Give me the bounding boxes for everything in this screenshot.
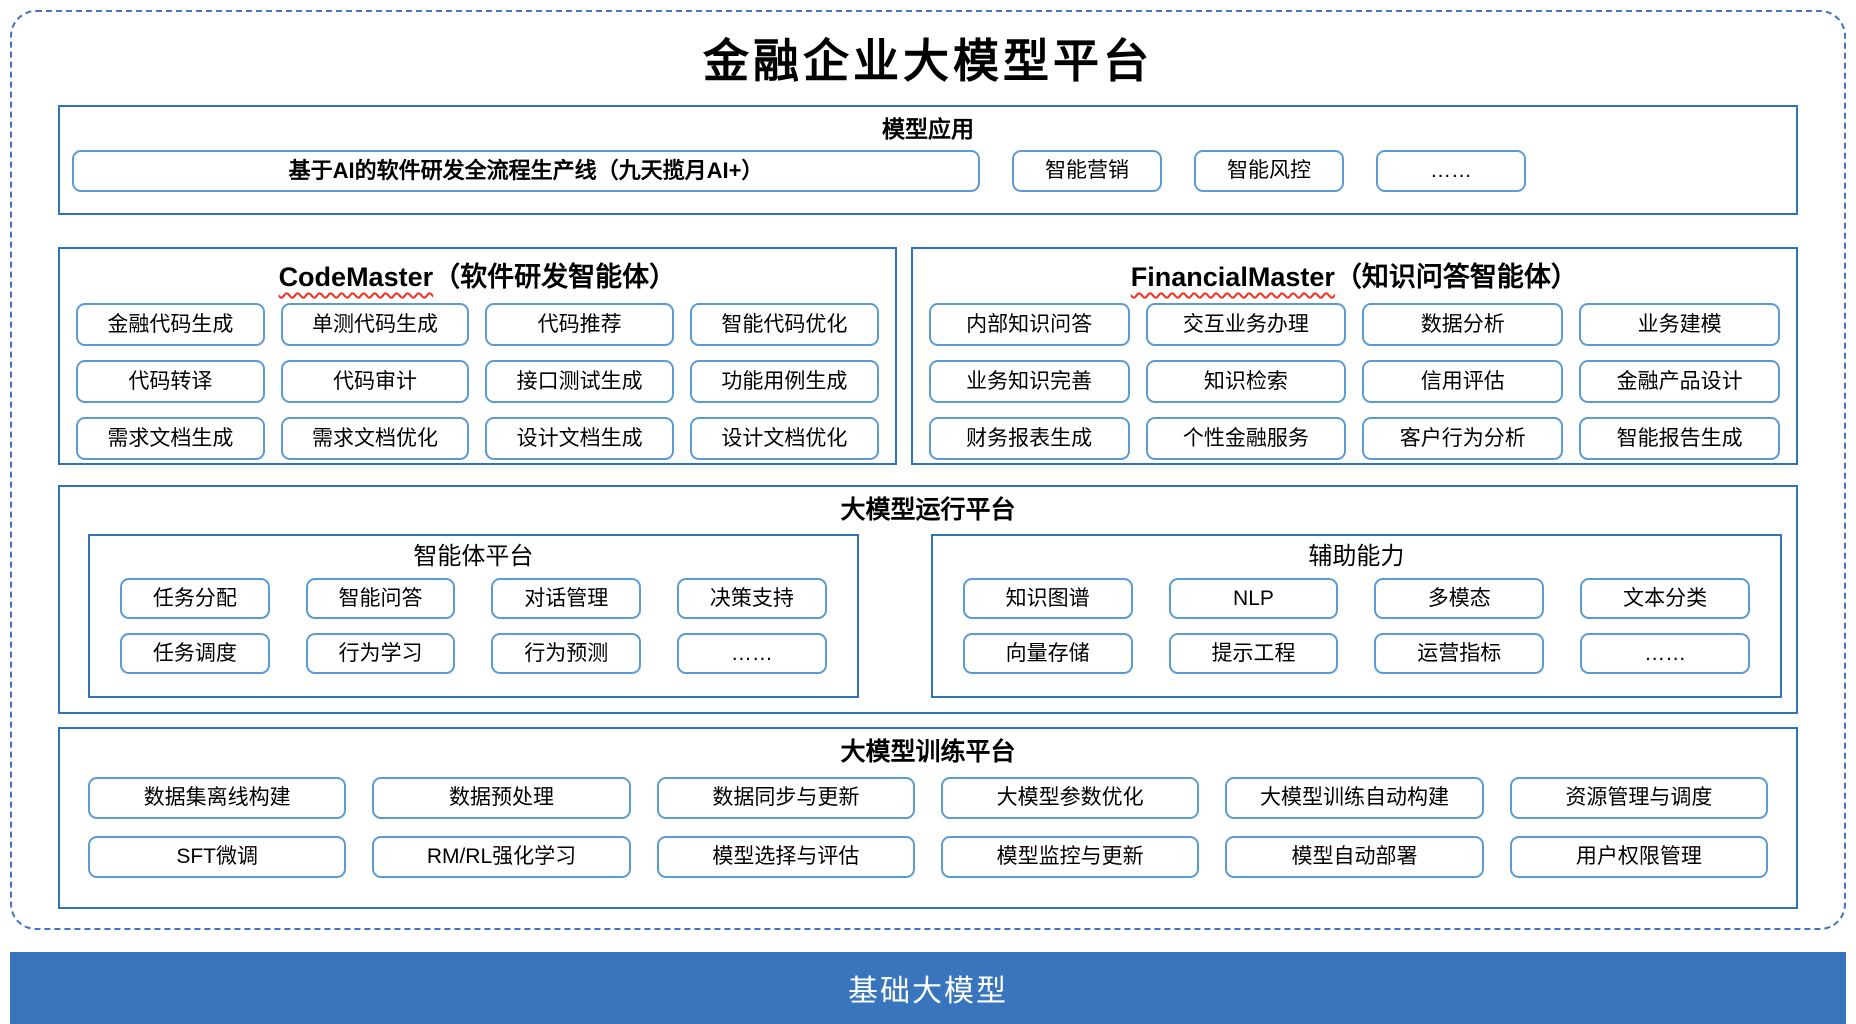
box-function-case-generation: 功能用例生成 xyxy=(690,360,879,403)
base-model-bar: 基础大模型 xyxy=(10,952,1846,1024)
box-ai-software-pipeline: 基于AI的软件研发全流程生产线（九天揽月AI+） xyxy=(72,150,980,192)
box-model-monitoring-update: 模型监控与更新 xyxy=(941,836,1200,878)
group-auxiliary-capabilities: 辅助能力 知识图谱 NLP 多模态 文本分类 向量存储 提示工程 运营指标 …… xyxy=(930,534,1782,698)
group-agent-platform: 智能体平台 任务分配 智能问答 对话管理 决策支持 任务调度 行为学习 行为预测… xyxy=(88,534,859,698)
box-unit-test-code-generation: 单测代码生成 xyxy=(280,303,470,346)
box-smart-report-generation: 智能报告生成 xyxy=(1579,417,1780,460)
section-financialmaster: FinancialMaster（知识问答智能体） 内部知识问答 交互业务办理 数… xyxy=(910,247,1798,465)
box-financial-code-generation: 金融代码生成 xyxy=(76,303,265,346)
box-multimodal: 多模态 xyxy=(1374,578,1545,619)
box-applications-more: …… xyxy=(1376,150,1526,192)
runtime-row: 智能体平台 任务分配 智能问答 对话管理 决策支持 任务调度 行为学习 行为预测… xyxy=(88,534,1782,698)
agent-platform-grid: 任务分配 智能问答 对话管理 决策支持 任务调度 行为学习 行为预测 …… xyxy=(90,573,857,692)
box-design-doc-optimization: 设计文档优化 xyxy=(690,417,879,460)
box-llm-training-auto-build: 大模型训练自动构建 xyxy=(1225,777,1484,819)
box-requirement-doc-generation: 需求文档生成 xyxy=(76,417,265,460)
box-model-auto-deployment: 模型自动部署 xyxy=(1225,836,1484,878)
financialmaster-grid: 内部知识问答 交互业务办理 数据分析 业务建模 业务知识完善 知识检索 信用评估… xyxy=(913,303,1796,474)
box-smart-risk-control: 智能风控 xyxy=(1194,150,1344,192)
page-title: 金融企业大模型平台 xyxy=(703,34,1153,88)
codemaster-header: CodeMaster（软件研发智能体） xyxy=(60,257,895,297)
box-task-allocation: 任务分配 xyxy=(120,578,270,619)
box-dialog-management: 对话管理 xyxy=(491,578,642,619)
box-financial-product-design: 金融产品设计 xyxy=(1579,360,1780,403)
box-code-translation: 代码转译 xyxy=(76,360,265,403)
box-knowledge-graph: 知识图谱 xyxy=(962,578,1133,619)
agents-row: CodeMaster（软件研发智能体） 金融代码生成 单测代码生成 代码推荐 智… xyxy=(58,247,1798,465)
box-credit-evaluation: 信用评估 xyxy=(1362,360,1564,403)
codemaster-subtitle: （软件研发智能体） xyxy=(433,262,677,292)
box-smart-code-optimization: 智能代码优化 xyxy=(690,303,879,346)
financialmaster-name: FinancialMaster xyxy=(1130,262,1335,292)
model-applications-row: 基于AI的软件研发全流程生产线（九天揽月AI+） 智能营销 智能风控 …… xyxy=(72,150,1784,192)
box-vector-storage: 向量存储 xyxy=(962,633,1133,674)
box-design-doc-generation: 设计文档生成 xyxy=(485,417,674,460)
box-requirement-doc-optimization: 需求文档优化 xyxy=(280,417,470,460)
base-model-label: 基础大模型 xyxy=(848,975,1008,1008)
box-customer-behavior-analysis: 客户行为分析 xyxy=(1362,417,1564,460)
financialmaster-subtitle: （知识问答智能体） xyxy=(1334,262,1578,292)
box-data-sync-update: 数据同步与更新 xyxy=(656,777,915,819)
box-financial-report-generation: 财务报表生成 xyxy=(928,417,1130,460)
section-training-platform: 大模型训练平台 数据集离线构建 数据预处理 数据同步与更新 大模型参数优化 大模… xyxy=(58,727,1798,909)
agent-platform-label: 智能体平台 xyxy=(413,543,534,570)
section-model-applications-title: 模型应用 xyxy=(882,116,974,142)
box-user-permission-management: 用户权限管理 xyxy=(1509,836,1768,878)
box-behavior-prediction: 行为预测 xyxy=(491,633,642,674)
box-internal-knowledge-qa: 内部知识问答 xyxy=(928,303,1130,346)
box-nlp: NLP xyxy=(1168,578,1339,619)
section-model-applications: 模型应用 基于AI的软件研发全流程生产线（九天揽月AI+） 智能营销 智能风控 … xyxy=(58,105,1798,215)
box-auxiliary-more: …… xyxy=(1580,633,1750,674)
box-agent-platform-more: …… xyxy=(677,633,827,674)
training-grid: 数据集离线构建 数据预处理 数据同步与更新 大模型参数优化 大模型训练自动构建 … xyxy=(60,769,1796,894)
box-model-selection-evaluation: 模型选择与评估 xyxy=(656,836,915,878)
box-knowledge-retrieval: 知识检索 xyxy=(1145,360,1347,403)
box-personalized-financial-service: 个性金融服务 xyxy=(1145,417,1347,460)
box-code-recommendation: 代码推荐 xyxy=(485,303,674,346)
box-llm-parameter-optimization: 大模型参数优化 xyxy=(941,777,1200,819)
box-interactive-business-handling: 交互业务办理 xyxy=(1145,303,1347,346)
box-data-analysis: 数据分析 xyxy=(1362,303,1564,346)
box-dataset-offline-build: 数据集离线构建 xyxy=(88,777,347,819)
runtime-platform-title: 大模型运行平台 xyxy=(840,496,1016,524)
auxiliary-capabilities-grid: 知识图谱 NLP 多模态 文本分类 向量存储 提示工程 运营指标 …… xyxy=(933,573,1780,692)
financialmaster-header: FinancialMaster（知识问答智能体） xyxy=(913,257,1796,297)
section-codemaster: CodeMaster（软件研发智能体） 金融代码生成 单测代码生成 代码推荐 智… xyxy=(58,247,897,465)
box-code-audit: 代码审计 xyxy=(280,360,470,403)
codemaster-grid: 金融代码生成 单测代码生成 代码推荐 智能代码优化 代码转译 代码审计 接口测试… xyxy=(60,303,895,474)
section-runtime-platform: 大模型运行平台 智能体平台 任务分配 智能问答 对话管理 决策支持 任务调度 行… xyxy=(58,485,1798,714)
box-decision-support: 决策支持 xyxy=(677,578,827,619)
box-smart-marketing: 智能营销 xyxy=(1012,150,1162,192)
box-data-preprocessing: 数据预处理 xyxy=(372,777,631,819)
box-api-test-generation: 接口测试生成 xyxy=(485,360,674,403)
box-operation-metrics: 运营指标 xyxy=(1374,633,1545,674)
box-sft-finetune: SFT微调 xyxy=(88,836,347,878)
box-task-scheduling: 任务调度 xyxy=(120,633,270,674)
box-rm-rl-reinforcement-learning: RM/RL强化学习 xyxy=(372,836,631,878)
box-resource-management-scheduling: 资源管理与调度 xyxy=(1509,777,1768,819)
box-business-knowledge-improvement: 业务知识完善 xyxy=(928,360,1130,403)
platform-frame: 金融企业大模型平台 模型应用 基于AI的软件研发全流程生产线（九天揽月AI+） … xyxy=(10,10,1846,930)
training-platform-title: 大模型训练平台 xyxy=(840,738,1016,766)
codemaster-name: CodeMaster xyxy=(278,262,434,292)
box-behavior-learning: 行为学习 xyxy=(305,633,456,674)
box-text-classification: 文本分类 xyxy=(1580,578,1750,619)
box-smart-qa: 智能问答 xyxy=(305,578,456,619)
auxiliary-capabilities-label: 辅助能力 xyxy=(1308,543,1405,570)
box-business-modeling: 业务建模 xyxy=(1579,303,1780,346)
box-prompt-engineering: 提示工程 xyxy=(1168,633,1339,674)
